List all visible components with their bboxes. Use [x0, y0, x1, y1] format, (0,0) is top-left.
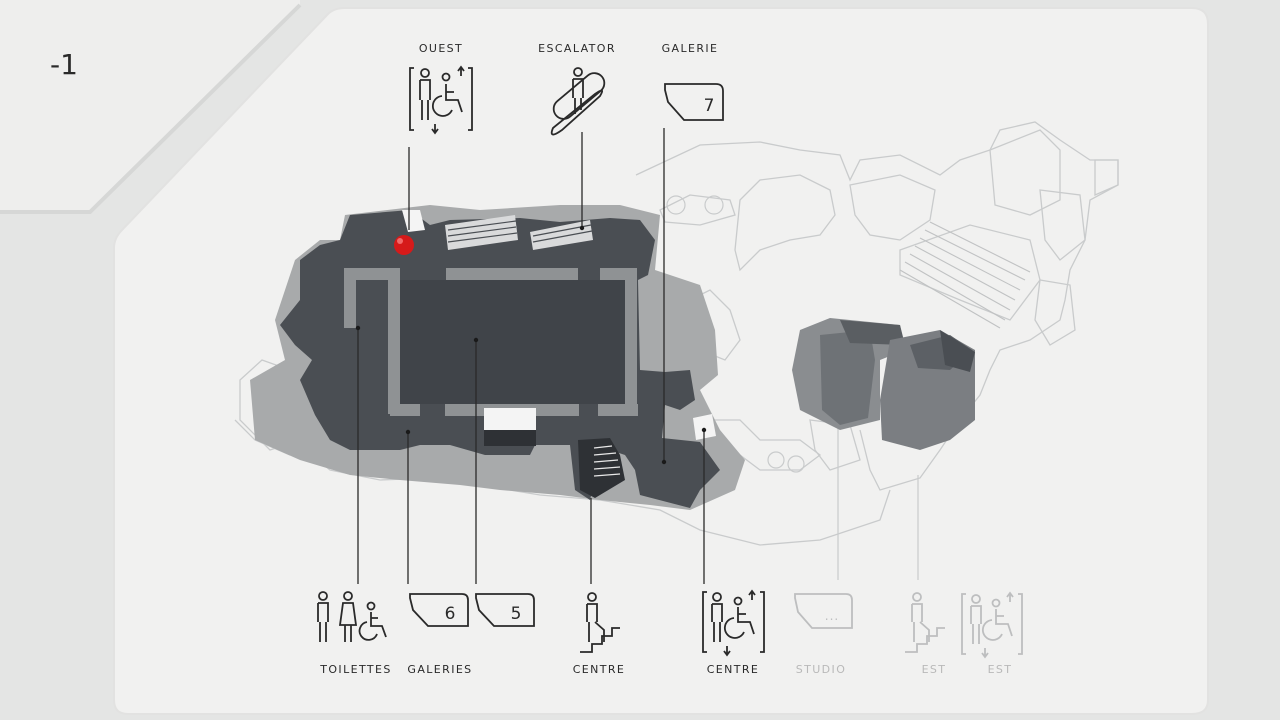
white-rooms	[402, 210, 716, 446]
faded-columns	[666, 195, 805, 473]
lift-icon-ouest	[409, 65, 473, 135]
label-est-lift: EST	[987, 663, 1013, 676]
studio-badge	[794, 593, 853, 629]
label-escalator: ESCALATOR	[538, 42, 616, 55]
stairs-icon-centre	[580, 592, 620, 653]
label-toilettes: TOILETTES	[320, 663, 392, 676]
label-est-stairs: EST	[921, 663, 947, 676]
theatre-seating	[899, 221, 1031, 329]
leader-dots	[355, 225, 707, 465]
galerie-5-number: 5	[511, 604, 522, 624]
stairs-icon-est	[905, 592, 945, 653]
label-studio: STUDIO	[795, 663, 847, 676]
label-galeries: GALERIES	[407, 663, 473, 676]
escalator-icon	[550, 67, 606, 136]
marker-highlight	[397, 238, 403, 244]
label-centre-lift: CENTRE	[706, 663, 760, 676]
galeries-badges	[409, 593, 535, 627]
label-centre-stairs: CENTRE	[572, 663, 626, 676]
adjacent-sign-panel	[0, 0, 300, 212]
toilet-icon	[317, 591, 387, 642]
galerie-7-badge	[664, 83, 724, 121]
you-are-here-marker	[394, 235, 414, 255]
label-ouest: OUEST	[418, 42, 464, 55]
central-staircase	[578, 438, 625, 498]
leader-lines	[357, 128, 705, 584]
studio-dots: ...	[825, 609, 839, 623]
lift-icon-centre	[702, 589, 765, 657]
escalators	[445, 215, 593, 250]
corridors	[344, 268, 638, 416]
studio-block	[792, 318, 975, 450]
floor-indicator: -1	[50, 48, 78, 81]
galerie-7-number: 7	[704, 96, 715, 116]
gallery-hall	[400, 280, 625, 404]
adjacent-sign-edge	[0, 3, 302, 214]
right-guide-lines	[837, 420, 919, 580]
lift-icon-est	[961, 591, 1023, 659]
label-galerie: GALERIE	[661, 42, 719, 55]
galerie-6-number: 6	[445, 604, 456, 624]
